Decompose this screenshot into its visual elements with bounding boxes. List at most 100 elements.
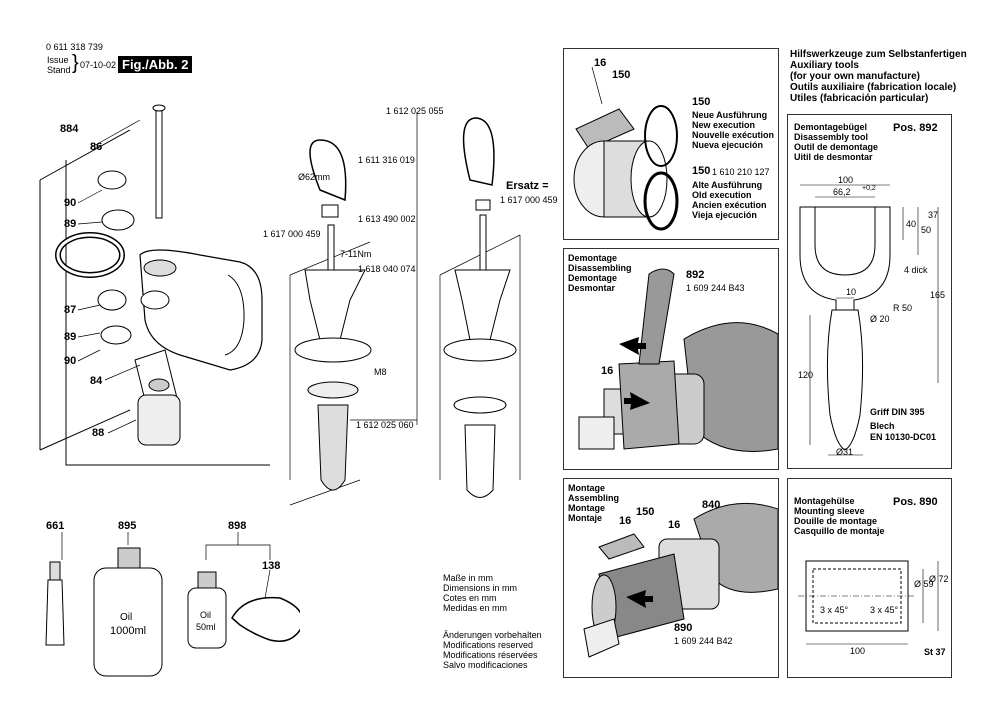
aux-tools-title: Hilfswerkzeuge zum Selbstanfertigen Auxi…: [790, 49, 967, 104]
assembly-callout-16a: 16: [619, 515, 632, 527]
dim-d20: Ø 20: [870, 314, 890, 324]
old-version-number: 150: [692, 165, 711, 177]
dim-d59: Ø 59: [914, 579, 934, 589]
figure-label: Fig./Abb. 2: [118, 56, 193, 73]
dim-d31: Ø31: [836, 447, 854, 457]
aux-tools-title-line: (for your own manufacture): [790, 71, 921, 82]
dim-10: 10: [846, 287, 857, 297]
left-assembly-drawing: [39, 104, 270, 466]
assembly-callout-890: 890: [674, 622, 693, 634]
tool-892-title-line: Outil de demontage: [794, 142, 879, 152]
tool-890-title-line: Montagehülse: [794, 496, 855, 506]
assembly-callout-150: 150: [636, 506, 655, 518]
callout-90-bottom: 90: [64, 355, 77, 367]
assembly-title-line: Montage: [568, 503, 605, 513]
tool-890-pos: Pos. 890: [893, 496, 938, 508]
assembly-part-890: 1 609 244 B42: [674, 636, 733, 646]
tool-892-panel: Demontagebügel Disassembly tool Outil de…: [787, 114, 952, 469]
dim-120: 120: [798, 370, 814, 380]
aux-tools-title-line: Utiles (fabricación particular): [790, 93, 929, 104]
disassembly-title-line: Disassembling: [568, 263, 632, 273]
thread-m8: M8: [374, 367, 387, 377]
assembly-drawing: [583, 502, 778, 658]
callout-884: 884: [60, 123, 79, 135]
old-version-line: Vieja ejecución: [692, 210, 757, 220]
callout-84: 84: [90, 375, 103, 387]
part-1612025055: 1 612 025 055: [386, 106, 444, 116]
seals-panel: 16 150 150 Neue Ausführung New execution…: [563, 48, 779, 240]
oil-small-volume: 50ml: [196, 622, 216, 632]
assembly-title-line: Montaje: [568, 513, 603, 523]
units-note: Maße in mm Dimensions in mm Cotes en mm …: [443, 573, 517, 613]
dim-40: 40: [906, 219, 917, 229]
ersatz-label: Ersatz =: [506, 180, 549, 192]
issue-label: Issue: [47, 55, 69, 65]
disassembly-title: Demontage Disassembling Demontage Desmon…: [568, 253, 632, 293]
tool-890-panel: Montagehülse Mounting sleeve Douille de …: [787, 478, 952, 678]
new-version-line: Neue Ausführung: [692, 110, 768, 120]
dim-100-sleeve: 100: [850, 646, 866, 656]
sheet-standard: EN 10130-DC01: [870, 432, 937, 442]
callout-87: 87: [64, 304, 77, 316]
assembly-callout-840: 840: [702, 499, 721, 511]
assembly-callout-16b: 16: [668, 519, 681, 531]
disassembly-callout-16: 16: [601, 365, 614, 377]
callout-138: 138: [262, 560, 281, 572]
modifications-note-line: Modifications réservées: [443, 650, 538, 660]
oil-large-label: Oil: [120, 612, 133, 623]
assembly-title-line: Assembling: [568, 493, 620, 503]
disassembly-title-line: Demontage: [568, 273, 618, 283]
diameter-62mm: Ø62mm: [298, 172, 331, 182]
torque-value: 7-11Nm: [340, 249, 372, 259]
disassembly-title-line: Demontage: [568, 253, 618, 263]
dim-100: 100: [838, 175, 854, 185]
modifications-note-line: Salvo modificaciones: [443, 660, 528, 670]
old-version-line: Ancien exécution: [692, 200, 767, 210]
dim-d72: Ø 72: [929, 574, 949, 584]
dim-37: 37: [928, 210, 939, 220]
old-version-text: Alte Ausführung Old execution Ancien exé…: [692, 180, 767, 220]
ersatz-part: 1 617 000 459: [500, 195, 558, 205]
old-version-line: Alte Ausführung: [692, 180, 763, 190]
chamfer-right: 3 x 45°: [870, 605, 899, 615]
dim-66-tol: +0,2: [862, 185, 876, 192]
dim-66: 66,2: [833, 187, 851, 197]
disassembly-callout-892: 892: [686, 269, 705, 281]
aux-tools-title-line: Auxiliary tools: [790, 60, 859, 71]
grip-spec: Griff DIN 395: [870, 407, 925, 417]
callout-895: 895: [118, 520, 137, 532]
tool-890-title-line: Casquillo de montaje: [794, 526, 885, 536]
tool-890-title-line: Mounting sleeve: [794, 506, 865, 516]
callout-90-top: 90: [64, 197, 77, 209]
part-1611316019: 1 611 316 019: [358, 155, 415, 165]
material-st37: St 37: [924, 647, 946, 657]
seals-callout-16: 16: [594, 57, 607, 69]
new-version-text: Neue Ausführung New execution Nouvelle e…: [692, 110, 774, 150]
assembly-title-line: Montage: [568, 483, 605, 493]
old-version-part: 1 610 210 127: [712, 167, 770, 177]
units-note-line: Maße in mm: [443, 573, 494, 583]
part-1618040074: 1 618 040 074: [358, 264, 416, 274]
units-note-line: Dimensions in mm: [443, 583, 518, 593]
brace: }: [72, 52, 79, 74]
callout-898: 898: [228, 520, 247, 532]
assembly-title: Montage Assembling Montage Montaje: [568, 483, 619, 523]
modifications-note-line: Modifications reserved: [443, 640, 534, 650]
callout-88: 88: [92, 427, 105, 439]
tool-890-drawing: [798, 560, 939, 645]
assembly-panel: Montage Assembling Montage Montaje 16 15…: [563, 478, 779, 678]
callout-661: 661: [46, 520, 65, 532]
dim-thick: 4 dick: [904, 265, 928, 275]
seals-drawing: [573, 66, 679, 231]
oil-large-volume: 1000ml: [110, 625, 147, 637]
callout-86: 86: [90, 141, 103, 153]
middle-assembly-drawing: [289, 112, 521, 506]
tool-892-drawing: [799, 184, 939, 456]
part-1617000459: 1 617 000 459: [263, 229, 321, 239]
aux-tools-title-line: Outils auxiliaire (fabrication locale): [790, 82, 957, 93]
sheet-label: Blech: [870, 421, 895, 431]
new-version-line: Nueva ejecución: [692, 140, 764, 150]
part-1613490002: 1 613 490 002: [358, 214, 416, 224]
callout-89-bottom: 89: [64, 331, 77, 343]
new-version-number: 150: [692, 96, 711, 108]
